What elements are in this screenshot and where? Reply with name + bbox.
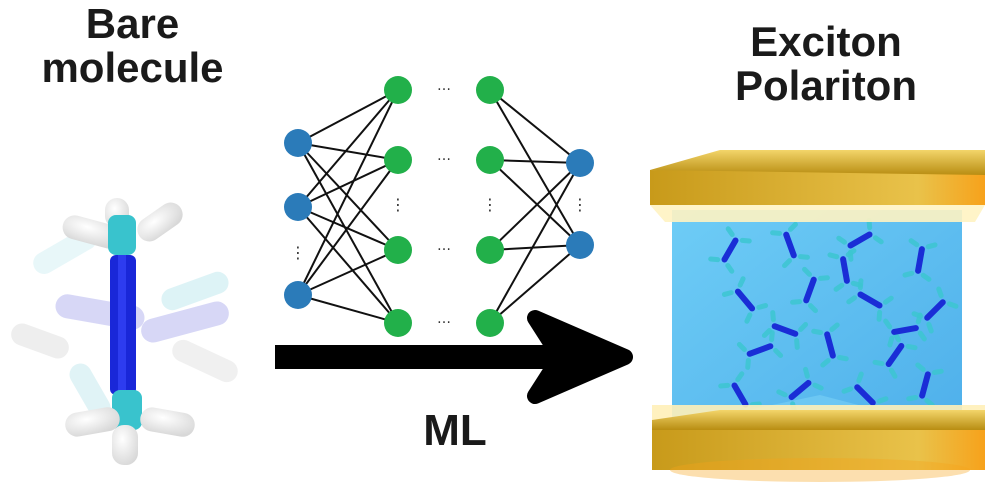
cavity-molecule: [761, 310, 809, 350]
cavity-molecule: [836, 218, 884, 262]
network-edge: [297, 142, 399, 251]
network-edge: [297, 142, 399, 161]
hidden-neuron: [384, 146, 412, 174]
horizontal-ellipsis: …: [437, 311, 451, 327]
network-edge: [297, 294, 399, 324]
cavity-molecule: [708, 226, 752, 274]
top-mirror: [650, 150, 985, 222]
bare-molecule-illustration: [11, 198, 238, 465]
horizontal-ellipsis: …: [437, 78, 451, 94]
ml-arrow: [275, 310, 633, 404]
optical-cavity-illustration: [650, 150, 985, 482]
network-edge: [297, 89, 399, 144]
cavity-molecule: [911, 286, 959, 334]
hidden-neuron: [384, 309, 412, 337]
cavity-molecule: [906, 362, 944, 408]
hidden-neuron: [476, 236, 504, 264]
cavity-molecule: [827, 248, 863, 292]
network-edge: [297, 206, 399, 324]
molecule-shadow-atoms: [11, 228, 238, 419]
bare-title-line-2: molecule: [41, 44, 224, 92]
hidden-neuron: [476, 309, 504, 337]
input-neuron: [284, 129, 312, 157]
hidden-neuron: [384, 236, 412, 264]
arrow-shaft: [275, 345, 580, 369]
network-edge: [297, 89, 399, 296]
network-edge: [489, 159, 581, 246]
hidden-neuron: [384, 76, 412, 104]
hidden-neuron: [476, 146, 504, 174]
cavity-molecule: [841, 371, 889, 419]
output-neuron: [566, 149, 594, 177]
cavity-molecule: [790, 266, 830, 314]
network-edge: [489, 162, 581, 324]
cavity-molecule: [770, 221, 810, 269]
arrow-head: [527, 310, 633, 404]
network-edge: [489, 159, 581, 164]
network-edge: [489, 244, 581, 251]
cavity-molecule: [872, 331, 918, 379]
network-edge: [489, 89, 581, 164]
input-neuron: [284, 193, 312, 221]
cavity-molecule: [846, 278, 894, 322]
cavity-molecule: [883, 312, 927, 348]
ml-arrow-label: ML: [423, 406, 487, 455]
network-edge: [489, 89, 581, 246]
horizontal-ellipsis: …: [437, 148, 451, 164]
network-edge: [297, 249, 399, 296]
bare-title-line-1: Bare: [85, 0, 180, 47]
exciton-polariton-title: Exciton Polariton: [655, 18, 997, 110]
vertical-ellipsis: ⋮: [572, 195, 588, 214]
bare-molecule-title: Bare molecule: [0, 0, 265, 92]
polariton-title-line-1: Exciton: [750, 18, 902, 65]
cavity-molecule: [902, 238, 938, 282]
polariton-title-line-2: Polariton: [734, 62, 917, 110]
bottom-mirror: [652, 405, 985, 482]
input-neuron: [284, 281, 312, 309]
network-edge: [297, 89, 399, 208]
output-neuron: [566, 231, 594, 259]
cavity-molecule: [811, 322, 849, 368]
vertical-ellipsis: ⋮: [290, 243, 306, 262]
horizontal-ellipsis: …: [437, 238, 451, 254]
cavity-molecule: [736, 330, 784, 370]
hidden-neuron: [476, 76, 504, 104]
network-edge: [297, 159, 399, 208]
network-connections: [297, 89, 581, 324]
network-edge: [489, 244, 581, 324]
network-edge: [297, 142, 399, 324]
cavity-molecule: [721, 276, 769, 324]
neural-network-diagram: … … … … ⋮ ⋮ ⋮ ⋮: [284, 76, 594, 337]
cavity-molecules: [708, 218, 959, 419]
vertical-ellipsis: ⋮: [482, 195, 498, 214]
network-edge: [297, 159, 399, 296]
vertical-ellipsis: ⋮: [390, 195, 406, 214]
network-edge: [489, 162, 581, 251]
